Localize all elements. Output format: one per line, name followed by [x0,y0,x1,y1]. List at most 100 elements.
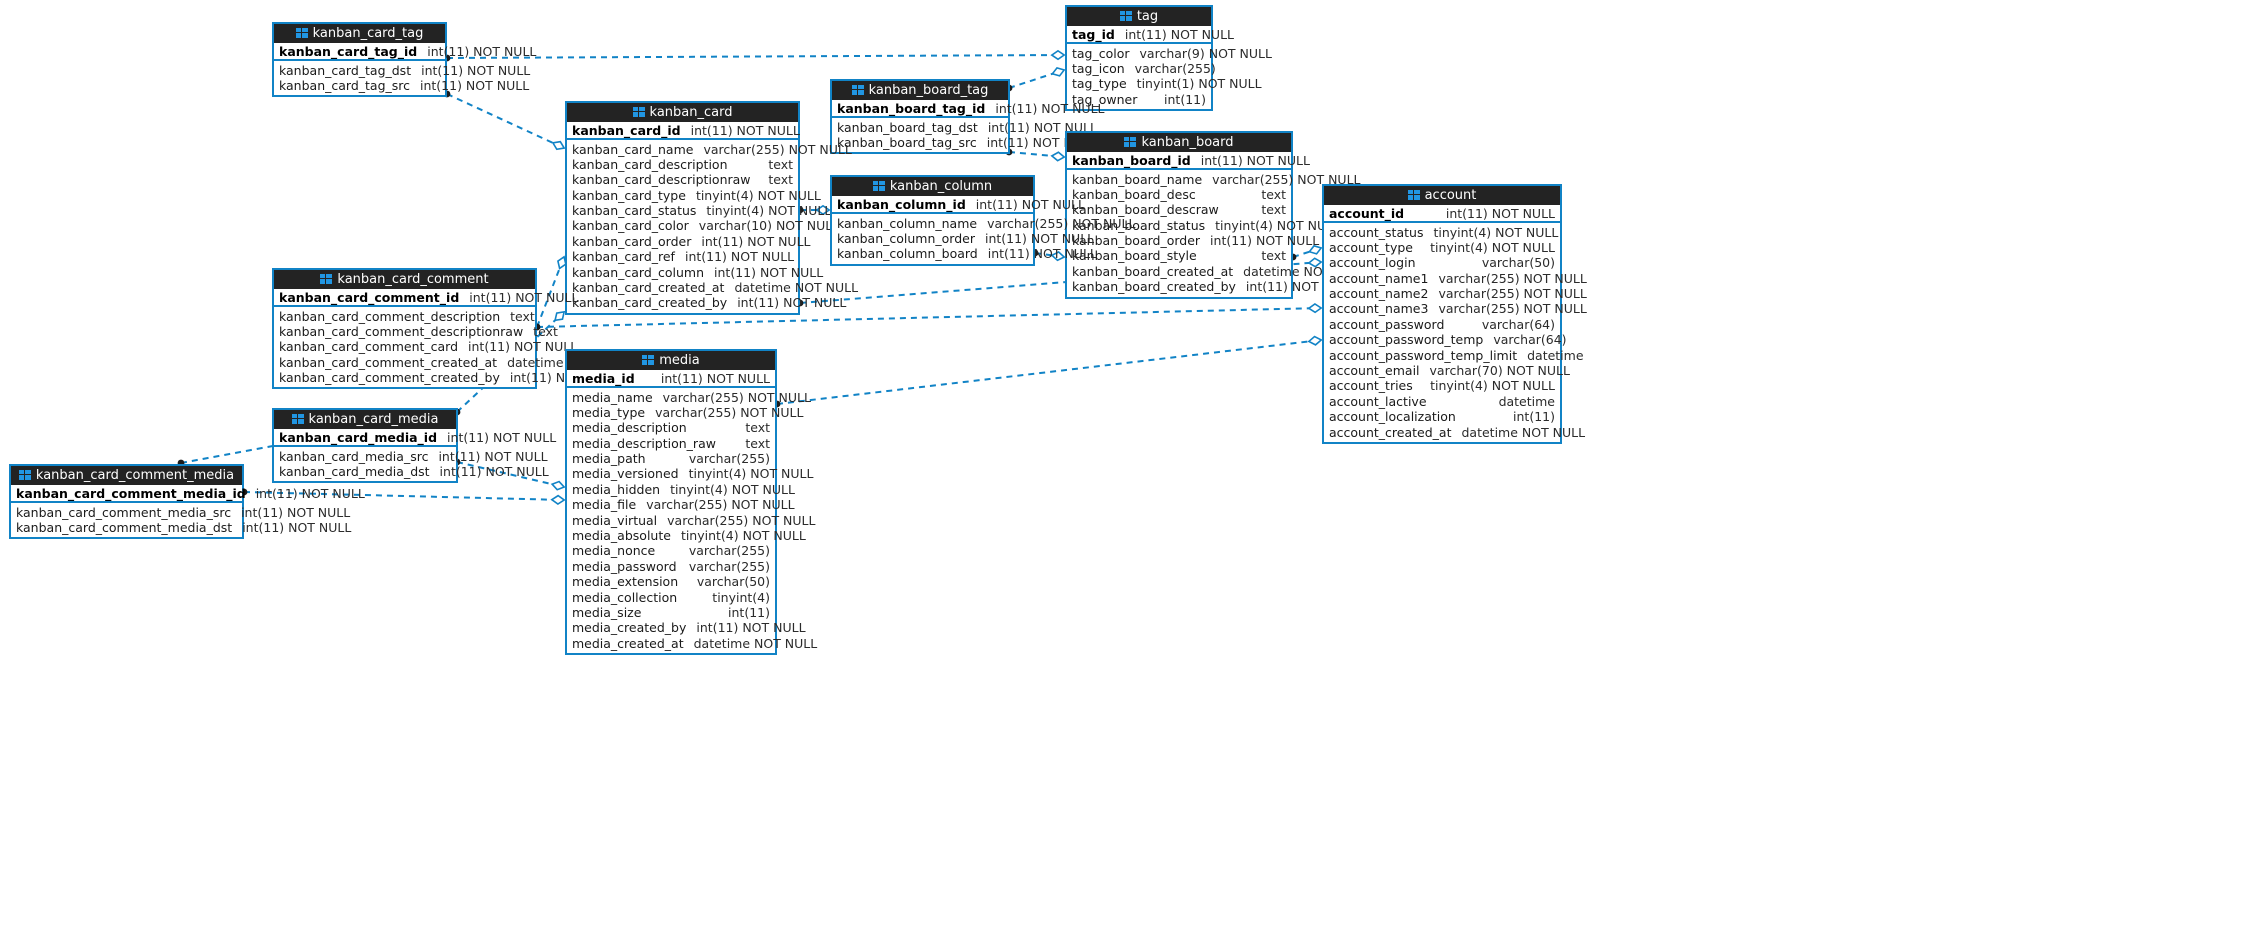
field-name: tag_icon [1072,60,1125,76]
field-type: datetime [1527,347,1584,363]
field-name: kanban_board_tag_id [837,101,986,116]
field-type: varchar(255) NOT NULL [667,512,816,528]
field-name: kanban_card_name [572,141,694,157]
entity-kanban_card[interactable]: kanban_card kanban_card_id int(11) NOT NUL… [565,101,858,315]
field-type: tinyint(4) NOT NULL [670,481,795,497]
field-type: varchar(255) NOT NULL [1212,171,1361,187]
field-name: kanban_card_color [572,218,689,234]
field-type: int(11) NOT NULL [737,295,847,311]
rel-card_tag-to-card[interactable] [443,90,566,151]
field-name: kanban_column_order [837,230,975,246]
field-name: tag_color [1072,45,1130,61]
rel-card_tag-to-tag[interactable] [443,49,1066,62]
field-name: kanban_card_id [572,123,681,138]
rel-media-to-account[interactable] [773,335,1323,408]
entity-header-kanban_board_tag[interactable]: kanban_board_tag [832,81,1008,100]
field-type: text [768,172,793,188]
entity-header-kanban_card_comment[interactable]: kanban_card_comment [274,270,535,289]
relationship-target-diamond [550,494,566,506]
field-type: int(11) NOT NULL [1445,206,1555,221]
field-name: account_created_at [1329,424,1452,440]
entity-header-account[interactable]: account [1324,186,1560,205]
field-name: kanban_card_column [572,264,705,280]
entity-header-kanban_card_tag[interactable]: kanban_card_tag [274,24,445,43]
field-type: varchar(255) NOT NULL [662,389,811,405]
entity-title: media [659,352,700,368]
entity-header-kanban_column[interactable]: kanban_column [832,177,1033,196]
relationship-line [1008,72,1054,89]
relationship-target-diamond [1307,335,1323,346]
field-name: kanban_card_comment_created_at [279,354,498,370]
field-name: kanban_board_descraw [1072,202,1219,218]
field-type: datetime NOT NULL [693,635,818,651]
entity-kanban_card_comment[interactable]: kanban_card_comment kanban_card_comment_i… [272,268,631,390]
field-name: account_status [1329,224,1424,240]
field-name: kanban_card_created_by [572,295,728,311]
field-type: tinyint(4) [712,589,770,605]
entity-header-kanban_board[interactable]: kanban_board [1067,133,1291,152]
field-name: kanban_board_created_at [1072,263,1234,279]
entity-title: kanban_card [649,104,733,120]
field-type: text [768,156,793,172]
entity-title: kanban_card_comment [337,271,489,287]
field-type: int(11) NOT NULL [995,101,1105,116]
field-type: int(11) NOT NULL [438,448,548,464]
field-name: tag_id [1072,27,1115,42]
entity-title: kanban_column [889,178,993,194]
field-row: kanban_card_created_by int(11) NOT NULL [567,295,846,311]
field-name: account_name3 [1329,301,1429,317]
rel-board_tag-to-tag[interactable] [1005,66,1066,92]
field-type: varchar(70) NOT NULL [1429,363,1570,379]
rel-board_tag-to-board[interactable] [1005,148,1066,162]
field-name: media_absolute [572,528,671,544]
field-name: account_password_temp [1329,332,1484,348]
field-name: kanban_column_name [837,215,978,231]
field-type: varchar(255) [688,558,770,574]
entity-header-media[interactable]: media [567,351,775,370]
field-type: text [510,308,535,324]
entity-header-kanban_card[interactable]: kanban_card [567,103,798,122]
entity-header-kanban_card_comment_media[interactable]: kanban_card_comment_media [11,466,242,485]
entity-header-kanban_card_media[interactable]: kanban_card_media [274,410,456,429]
field-name: media_id [572,371,635,386]
field-type: varchar(255) [1134,60,1216,76]
field-name: kanban_card_comment_media_src [16,504,232,520]
field-type: int(11) NOT NULL [447,430,557,445]
field-type: varchar(255) [688,451,770,467]
field-name: kanban_card_comment_id [279,290,460,305]
field-name: media_password [572,558,677,574]
entity-header-tag[interactable]: tag [1067,7,1211,26]
entity-title: kanban_card_media [308,411,439,427]
field-name: account_password_temp_limit [1329,347,1518,363]
field-type: int(11) [728,604,770,620]
